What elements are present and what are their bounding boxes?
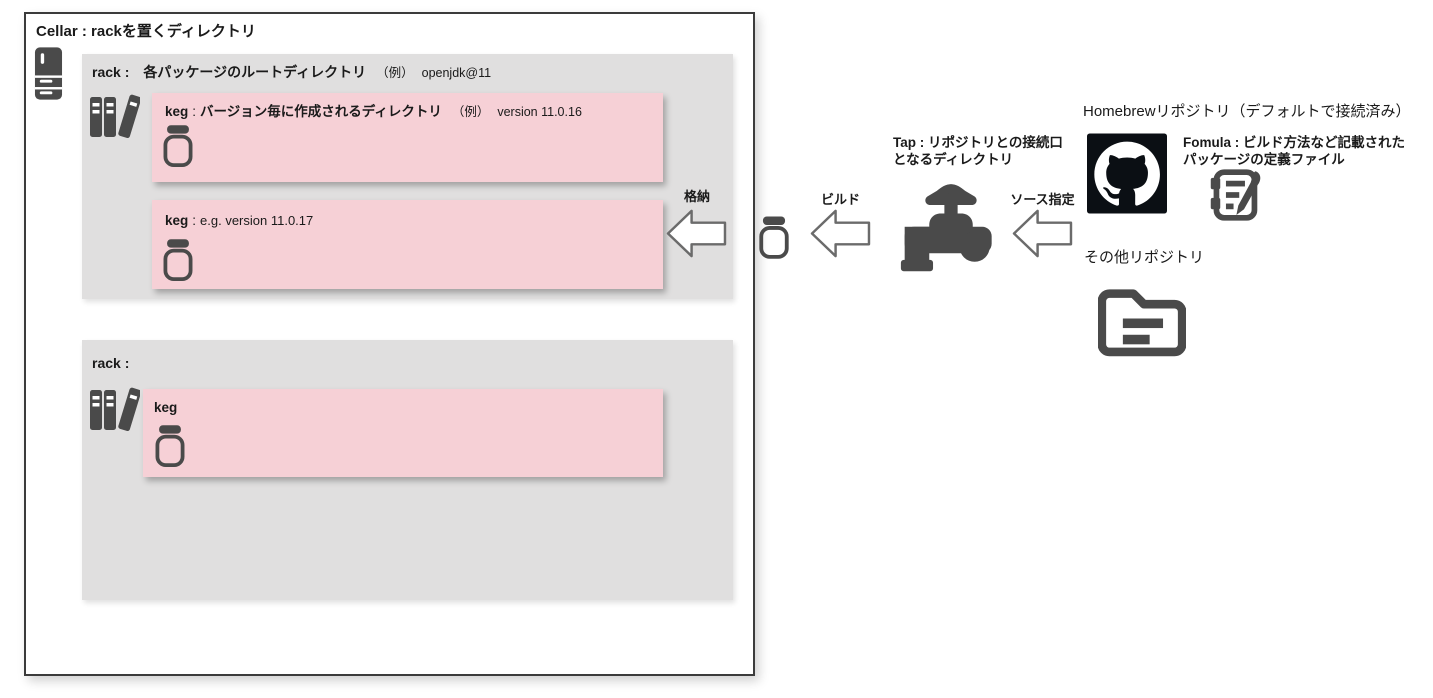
keg1-desc: バージョン毎に作成されるディレクトリ (200, 104, 442, 119)
folder-icon (1098, 279, 1186, 358)
rack1-title: rack : 各パッケージのルートディレクトリ （例） openjdk@11 (92, 63, 491, 82)
keg1-title: keg:バージョン毎に作成されるディレクトリ （例） version 11.0.16 (165, 103, 582, 121)
left-arrow-icon (810, 206, 871, 261)
formula-label-line1: Fomula : ビルド方法など記載された (1183, 135, 1405, 150)
books-icon (88, 93, 140, 139)
jar-icon (161, 238, 195, 285)
note-pen-icon (1206, 167, 1263, 223)
keg3-title: keg (154, 400, 178, 415)
rack1-example: openjdk@11 (421, 66, 492, 80)
cellar-box: Cellar : rackを置くディレクトリ rack : 各パッケージのルートデ… (24, 12, 755, 676)
keg1-sep: : (192, 104, 197, 119)
build-arrow-label: ビルド (820, 192, 860, 207)
faucet-icon (899, 181, 1003, 282)
keg1-example: version 11.0.16 (497, 105, 582, 119)
cellar-title: Cellar : rackを置くディレクトリ (36, 23, 256, 40)
keg-box-3: keg (143, 389, 663, 477)
keg2-label: keg (165, 213, 189, 228)
jar-icon (153, 424, 187, 471)
left-arrow-icon (666, 206, 727, 261)
formula-label: Fomula : ビルド方法など記載された パッケージの定義ファイル (1183, 135, 1405, 168)
books-icon (88, 386, 140, 432)
jar-icon (161, 124, 195, 171)
keg2-sep: : (192, 213, 197, 228)
tap-label-line2: となるディレクトリ (893, 151, 1014, 167)
source-arrow-label: ソース指定 (1010, 192, 1075, 207)
keg1-label: keg (165, 104, 189, 119)
other-repos-title: その他リポジトリ (1084, 249, 1205, 266)
rack2-title: rack : (92, 355, 130, 371)
rack1-label: rack : (92, 64, 130, 80)
rack1-desc: 各パッケージのルートディレクトリ (143, 64, 367, 80)
rack-box-1: rack : 各パッケージのルートディレクトリ （例） openjdk@11 keg:… (82, 54, 733, 299)
keg2-desc: e.g. version 11.0.17 (200, 213, 314, 228)
rack-box-2: rack : keg (82, 340, 733, 600)
refrigerator-icon (34, 46, 63, 101)
left-arrow-icon (1012, 206, 1073, 261)
keg2-title: keg:e.g. version 11.0.17 (165, 212, 313, 230)
keg1-example-prefix: （例） (451, 105, 490, 119)
formula-label-line2: パッケージの定義ファイル (1183, 151, 1345, 167)
store-arrow-label: 格納 (683, 189, 710, 204)
homebrew-repo-title: Homebrewリポジトリ（デフォルトで接続済み） (1083, 103, 1411, 120)
keg-box-2: keg:e.g. version 11.0.17 (152, 200, 663, 289)
tap-label: Tap : リポジトリとの接続口 となるディレクトリ (893, 135, 1063, 168)
jar-icon (757, 214, 791, 264)
tap-label-line1: Tap : リポジトリとの接続口 (893, 135, 1063, 150)
rack1-example-prefix: （例） (376, 66, 414, 80)
github-icon (1087, 132, 1167, 215)
keg-box-1: keg:バージョン毎に作成されるディレクトリ （例） version 11.0.16 (152, 93, 663, 182)
